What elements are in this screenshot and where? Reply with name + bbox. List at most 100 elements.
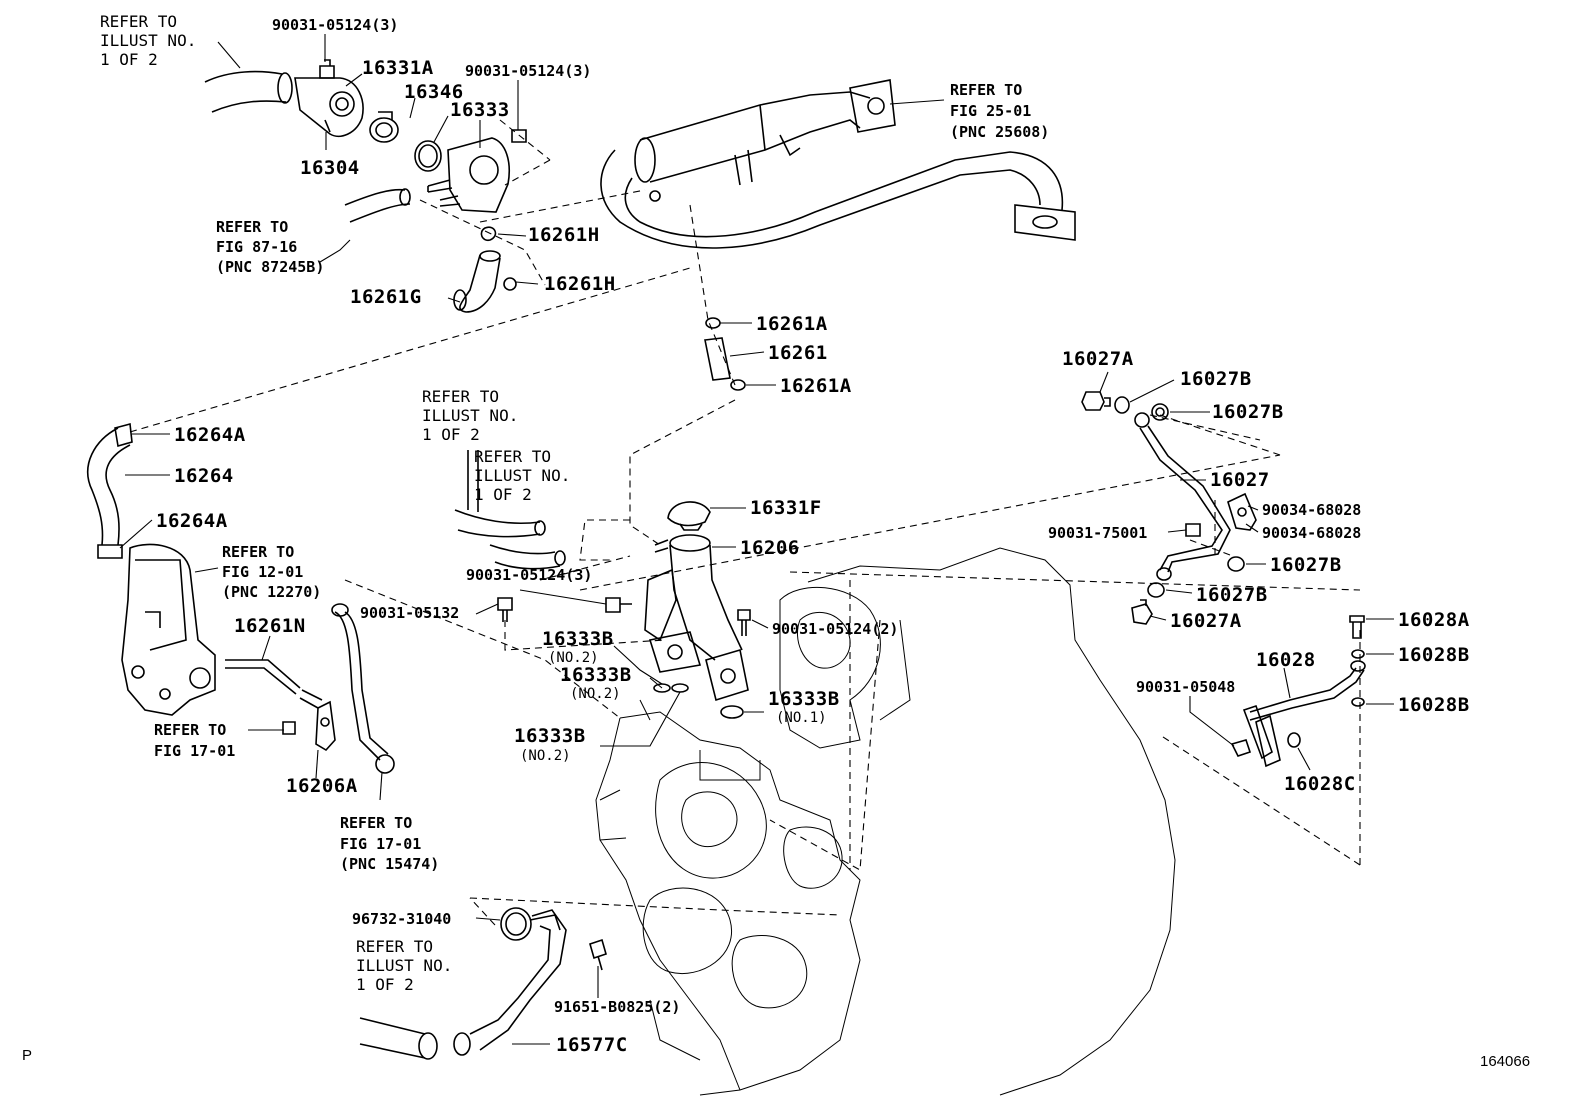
part-label: 16346	[404, 81, 464, 103]
part-note: (NO.1)	[776, 710, 827, 726]
part-label: 16264A	[156, 510, 228, 532]
pipe-assembly-fig-25-01	[600, 79, 1076, 249]
water-outlet-16304	[294, 77, 364, 138]
ref-line: REFER TO	[356, 937, 433, 956]
ref-line: REFER TO	[422, 387, 499, 406]
ref-line: (PNC 15474)	[340, 855, 439, 873]
ref-line: REFER TO	[950, 81, 1022, 99]
hose-ref-illust-mid	[454, 450, 566, 570]
washer-16028B-a	[1351, 649, 1365, 659]
part-label: 16028	[1256, 649, 1316, 671]
ref-line: REFER TO	[340, 814, 412, 832]
ref-line: REFER TO	[100, 12, 177, 31]
part-label: 16264A	[174, 424, 246, 446]
part-label: 16028A	[1398, 609, 1470, 631]
ref-line: 1 OF 2	[356, 975, 414, 994]
ref-line: FIG 87-16	[216, 238, 297, 256]
hose-16261	[704, 317, 746, 391]
leader-lines	[119, 34, 1394, 1045]
part-label: 16027A	[1170, 610, 1242, 632]
figure-number: 164066	[1480, 1053, 1530, 1070]
assembly-lines	[129, 119, 1361, 926]
part-label: 16261G	[350, 286, 422, 308]
bracket-16206A	[315, 700, 336, 752]
bolt-90031-05132	[497, 597, 513, 622]
orings-16333B	[653, 683, 744, 719]
reference-fig-25-01: REFER TO FIG 25-01 (PNC 25608)	[950, 81, 1049, 141]
pipe-16577C	[453, 909, 567, 1056]
bolt-fig-17-01	[282, 721, 296, 735]
part-label: 90034-68028	[1262, 501, 1361, 519]
part-label: 16333	[450, 99, 510, 121]
part-label: 16304	[300, 157, 360, 179]
hose-fig-87-16	[344, 188, 411, 223]
ref-line: FIG 25-01	[950, 102, 1031, 120]
corner-mark: P	[22, 1047, 32, 1064]
bolt-91651-B0825	[589, 938, 607, 971]
part-label: 16577C	[556, 1034, 628, 1056]
ref-line: REFER TO	[216, 218, 288, 236]
hose-16261G	[453, 250, 501, 313]
reference-fig-17-01-pnc: REFER TO FIG 17-01 (PNC 15474)	[340, 814, 439, 873]
bracket-90034-68028	[1227, 492, 1257, 531]
part-label: 16206A	[286, 775, 358, 797]
washers-16027B-bottom	[1147, 556, 1245, 598]
part-label: 90031-75001	[1048, 524, 1147, 542]
clamp-16261H-a	[480, 226, 497, 242]
part-label: 16261A	[756, 313, 828, 335]
part-label: 16027B	[1270, 554, 1342, 576]
part-label: 90031-05048	[1136, 678, 1235, 696]
bolt-90031-05124-d	[737, 609, 751, 636]
part-label: 16331A	[362, 57, 434, 79]
part-label: 16028B	[1398, 694, 1470, 716]
ref-line: 1 OF 2	[474, 485, 532, 504]
reference-top-left: REFER TO ILLUST NO. 1 OF 2	[100, 12, 196, 69]
part-label: 16261H	[528, 224, 600, 246]
ref-line: (PNC 25608)	[950, 123, 1049, 141]
part-label: 16206	[740, 537, 800, 559]
water-pump-housing-fig-12-01	[121, 543, 216, 716]
part-label: 16333B	[514, 725, 586, 747]
pipe-16028	[1242, 660, 1366, 768]
housing-16333	[427, 137, 510, 213]
reference-fig-87-16: REFER TO FIG 87-16 (PNC 87245B)	[216, 218, 324, 276]
bolt-90031-05048	[1230, 739, 1252, 757]
part-label: 90031-05124(3)	[272, 16, 398, 34]
part-label: 90031-05124(2)	[772, 620, 898, 638]
ref-line: ILLUST NO.	[100, 31, 196, 50]
bolt-16027A-b	[1131, 599, 1153, 625]
bolt-90031-05124-c	[605, 597, 632, 613]
part-label: 90031-05124(3)	[466, 566, 592, 584]
ref-line: FIG 17-01	[340, 835, 421, 853]
part-label: 16264	[174, 465, 234, 487]
part-label: 16333B	[768, 688, 840, 710]
part-note: (NO.2)	[548, 650, 599, 666]
bolt-16027A-a	[1081, 391, 1111, 411]
part-label: 96732-31040	[352, 910, 451, 928]
part-label: 16027	[1210, 469, 1270, 491]
tube-16261N	[225, 659, 323, 709]
reference-bottom-illust: REFER TO ILLUST NO. 1 OF 2	[356, 937, 452, 994]
washer-16028B-b	[1351, 697, 1365, 707]
ref-line: FIG 12-01	[222, 563, 303, 581]
ref-line: ILLUST NO.	[474, 466, 570, 485]
part-label: 16333B	[542, 628, 614, 650]
ref-line: 1 OF 2	[422, 425, 480, 444]
bolt-16028A	[1349, 615, 1365, 639]
bolt-90031-05124-b	[511, 129, 527, 143]
pipe-fig-17-01-pnc-15474	[331, 603, 395, 774]
part-label: 16027B	[1212, 401, 1284, 423]
ref-line: 1 OF 2	[100, 50, 158, 69]
part-label: 16027B	[1180, 368, 1252, 390]
ref-line: (PNC 87245B)	[216, 258, 324, 276]
part-label: 16261N	[234, 615, 306, 637]
ref-line: (PNC 12270)	[222, 583, 321, 601]
part-label: 16261A	[780, 375, 852, 397]
part-note: (NO.2)	[570, 686, 621, 702]
reference-fig-17-01-left: REFER TO FIG 17-01	[154, 721, 235, 760]
pipe-16027	[1134, 412, 1231, 581]
hose-ref-illust-bottom	[359, 1017, 438, 1060]
part-label: 16027B	[1196, 584, 1268, 606]
ref-line: REFER TO	[222, 543, 294, 561]
